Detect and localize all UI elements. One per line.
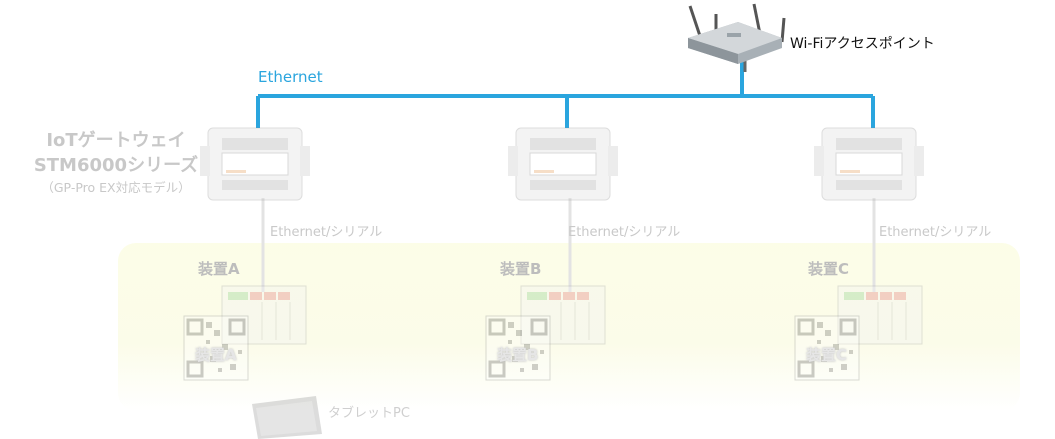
gateway-title-line3: （GP-Pro EX対応モデル） <box>41 180 191 195</box>
iot-gateway-icon-a <box>200 127 310 201</box>
ethernet-label: Ethernet <box>258 68 323 86</box>
qr-label-a: 装置A <box>195 346 237 364</box>
serial-label-b: Ethernet/シリアル <box>568 225 681 240</box>
gateway-title-line2: STM6000シリーズ <box>33 155 199 176</box>
qr-code-icon-c <box>794 315 860 381</box>
plc-device-icon-c <box>837 285 923 345</box>
device-label-a: 装置A <box>198 260 240 278</box>
gateway-title: IoTゲートウェイ STM6000シリーズ （GP-Pro EX対応モデル） <box>0 128 232 198</box>
qr-code-icon-b <box>485 315 551 381</box>
serial-label-a: Ethernet/シリアル <box>270 225 383 240</box>
qr-label-b: 装置B <box>497 346 539 364</box>
serial-label-c: Ethernet/シリアル <box>879 225 992 240</box>
access-point-label: Wi-Fiアクセスポイント <box>790 36 935 52</box>
tablet-label: タブレットPC <box>328 406 410 421</box>
device-label-c: 装置C <box>808 260 850 278</box>
tablet-icon <box>252 396 322 439</box>
device-label-b: 装置B <box>500 260 542 278</box>
wifi-router-icon <box>688 3 786 72</box>
qr-label-c: 装置C <box>806 346 848 364</box>
plc-device-icon-b <box>520 285 606 345</box>
ethernet-lines <box>256 60 875 128</box>
iot-gateway-icon-b <box>508 127 618 201</box>
qr-code-icon-a <box>183 315 249 381</box>
gateway-title-line1: IoTゲートウェイ <box>46 130 186 151</box>
iot-gateway-icon-c <box>814 127 924 201</box>
plc-device-icon-a <box>221 285 307 345</box>
